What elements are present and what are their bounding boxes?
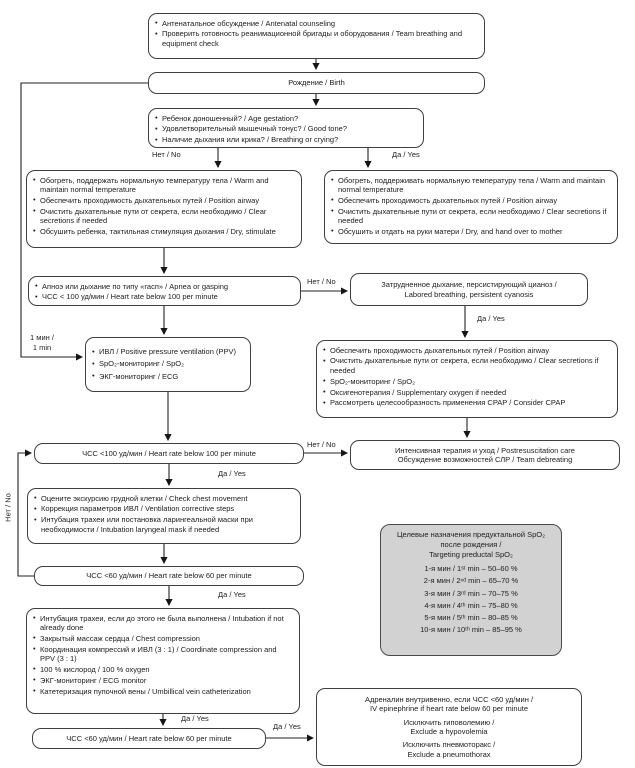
edge-label-hr60-yes: Да / Yes [218, 590, 246, 599]
list-item: Наличие дыхания или крика? / Breathing o… [155, 135, 417, 145]
birth-box: Рождение / Birth [148, 72, 485, 94]
text-line: Исключить пневмоторакс / [402, 740, 496, 750]
text-line: ЧСС <60 уд/мин / Heart rate below 60 per… [86, 571, 252, 581]
list-item: Координация компрессий и ИВЛ (3 : 1) / C… [33, 644, 293, 664]
text-line: Интенсивная терапия и уход / Postresusci… [395, 445, 575, 455]
text-line: Labored breathing, persistent cyanosis [404, 289, 534, 299]
edge-label-yes: Да / Yes [392, 150, 420, 159]
epinephrine-box: Адреналин внутривенно, если ЧСС <60 уд/м… [316, 688, 582, 766]
edge-label-loop-no: Нет / No [3, 493, 13, 522]
table-row: 2-я мин / 2ⁿᵈ min – 65–70 % [423, 576, 519, 586]
edge-label-hr100-no: Нет / No [307, 440, 336, 449]
list-item: Очистить дыхательные пути от секрета, ес… [331, 206, 611, 226]
spo2-targets-rows: 1-я мин / 1ˢᵗ min – 50–60 % 2-я мин / 2ⁿ… [387, 564, 555, 634]
ventilation-corrective-box: Оцените экскурсию грудной клетки / Check… [27, 488, 301, 544]
edge-label-apnea-no: Нет / No [307, 277, 336, 286]
assessment-questions-box: Ребенок доношенный? / Age gestation? Удо… [148, 108, 424, 148]
edge-label-no: Нет / No [152, 150, 181, 159]
text-line: Targeting preductal SpO₂ [429, 549, 513, 559]
list-item: Обсушить и отдать на руки матери / Dry, … [331, 226, 611, 236]
list-item: Очистить дыхательные пути от секрета, ес… [33, 206, 295, 226]
list-item: Очистить дыхательные пути от секрета, ес… [323, 356, 611, 375]
birth-label: Рождение / Birth [288, 78, 345, 88]
text-line: ЧСС <100 уд/мин / Heart rate below 100 p… [82, 448, 256, 458]
text-line: Exclude a hypovolemia [410, 727, 488, 736]
list-item: Обеспечить проходимость дыхательных путе… [323, 345, 611, 355]
table-row: 5-я мин / 5ᵗʰ min – 80–85 % [424, 613, 518, 622]
edge-label-labored-yes: Да / Yes [477, 314, 505, 323]
list-item: Обеспечить проходимость дыхательных путе… [331, 195, 611, 205]
text-line: Адреналин внутривенно, если ЧСС <60 уд/м… [364, 694, 534, 704]
ppv-monitoring-box: ИВЛ / Positive pressure ventilation (PPV… [85, 337, 251, 392]
list-item: Оцените экскурсию грудной клетки / Check… [34, 493, 294, 503]
routine-care-box: Обогреть, поддерживать нормальную темпер… [324, 170, 618, 244]
spo2-targets-box: Целевые назначения предуктальной SpO₂ по… [380, 524, 562, 656]
list-item: Обеспечить проходимость дыхательных путе… [33, 195, 295, 205]
text-line: IV epinephrine if heart rate below 60 pe… [369, 704, 528, 714]
list-item: Катетеризация пупочной вены / Umbillical… [33, 686, 293, 696]
text-line: ЧСС <60 уд/мин / Heart rate below 60 per… [66, 733, 232, 743]
list-item: Обогреть, поддерживать нормальную темпер… [331, 175, 611, 195]
text-line: после рождения / [440, 539, 502, 549]
list-item: ЧСС < 100 уд/мин / Heart rate below 100 … [35, 292, 294, 302]
list-item: ИВЛ / Positive pressure ventilation (PPV… [92, 346, 244, 356]
list-item: Удовлетворительный мышечный тонус? / Goo… [155, 124, 417, 134]
table-row: 10-я мин / 10ᵗʰ min – 85–95 % [420, 625, 522, 635]
table-row: 1-я мин / 1ˢᵗ min – 50–60 % [424, 564, 518, 574]
hr-below-60-second-box: ЧСС <60 уд/мин / Heart rate below 60 per… [32, 728, 266, 749]
list-item: SpO₂-мониторинг / SpO₂ [92, 359, 244, 369]
airway-oxygen-cpap-box: Обеспечить проходимость дыхательных путе… [316, 340, 618, 418]
text-line: 1 min [32, 342, 52, 352]
antenatal-counseling-box: Антенатальное обсуждение / Antenatal cou… [148, 13, 485, 59]
list-item: Проверить готовность реанимационной бриг… [155, 29, 478, 48]
hr-below-100-box: ЧСС <100 уд/мин / Heart rate below 100 p… [34, 443, 304, 464]
list-item: Интубация трахеи, если до этого не была … [33, 613, 293, 633]
text-line: Исключить гиповолемию / [403, 717, 495, 727]
warm-stimulate-box: Обогреть, поддержать нормальную температ… [26, 170, 302, 248]
edge-label-hr60b-yes: Да / Yes [273, 722, 301, 731]
text-line: Обсуждение возможностей СЛР / Team debre… [397, 455, 573, 464]
text-line: 1 мин / [30, 333, 54, 342]
list-item: Закрытый массаж сердца / Chest compressi… [33, 633, 293, 643]
list-item: Коррекция параметров ИВЛ / Ventilation c… [34, 504, 294, 514]
chest-compression-box: Интубация трахеи, если до этого не была … [26, 608, 300, 714]
list-item: Апноэ или дыхание по типу «гасп» / Apnea… [35, 281, 294, 291]
list-item: Рассмотреть целесообразность применения … [323, 398, 611, 408]
text-line: Целевые назначения предуктальной SpO₂ [396, 530, 546, 539]
spo2-targets-title: Целевые назначения предуктальной SpO₂ по… [387, 530, 555, 559]
list-item: Обогреть, поддержать нормальную температ… [33, 175, 295, 195]
list-item: 100 % кислород / 100 % oxygen [33, 664, 293, 674]
edge-label-one-minute: 1 мин / 1 min [22, 333, 62, 353]
list-item: Оксигенотерапия / Supplementary oxygen i… [323, 387, 611, 397]
postresuscitation-care-box: Интенсивная терапия и уход / Postresusci… [350, 440, 620, 470]
text-line: Exclude a pneumothorax [407, 749, 491, 759]
list-item: ЭКГ-мониторинг / ECG monitor [33, 675, 293, 685]
labored-breathing-box: Затрудненное дыхание, персистирующий циа… [350, 273, 588, 306]
list-item: Антенатальное обсуждение / Antenatal cou… [155, 18, 478, 28]
apnea-gasping-box: Апноэ или дыхание по типу «гасп» / Apnea… [28, 276, 301, 306]
list-item: ЭКГ-мониторинг / ECG [92, 371, 244, 381]
table-row: 3-я мин / 3ʳᵈ min – 70–75 % [424, 588, 518, 598]
list-item: SpO₂-мониторинг / SpO₂ [323, 376, 611, 386]
edge-label-hr100-yes: Да / Yes [218, 469, 246, 478]
list-item: Обсушить ребенка, тактильная стимуляция … [33, 226, 295, 236]
list-item: Интубация трахеи или постановка ларингеа… [34, 515, 294, 534]
text-line: Затрудненное дыхание, персистирующий циа… [381, 280, 557, 290]
hr-below-60-first-box: ЧСС <60 уд/мин / Heart rate below 60 per… [34, 566, 304, 586]
table-row: 4-я мин / 4ᵗʰ min – 75–80 % [424, 600, 518, 610]
list-item: Ребенок доношенный? / Age gestation? [155, 113, 417, 123]
edge-label-resus-yes: Да / Yes [181, 714, 209, 723]
